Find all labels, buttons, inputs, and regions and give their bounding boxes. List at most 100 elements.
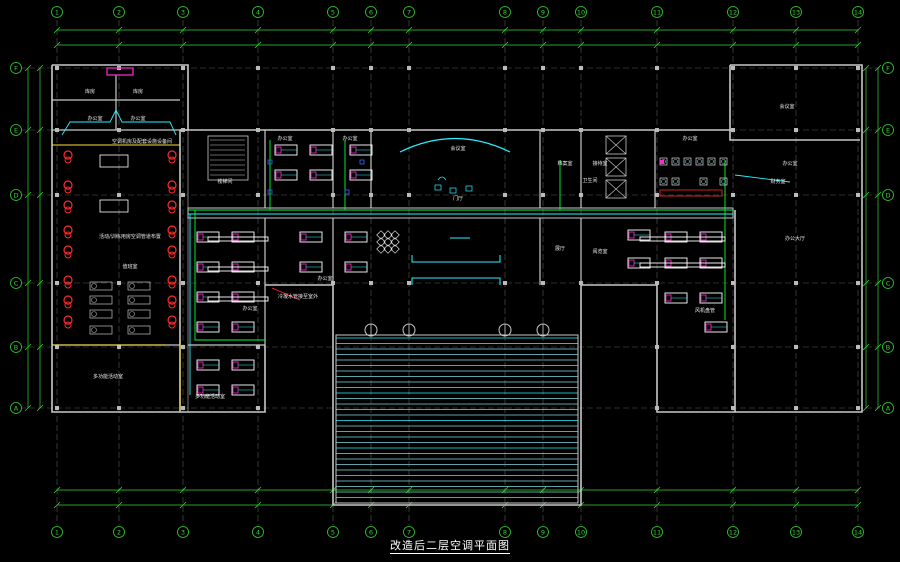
column bbox=[541, 66, 545, 70]
column bbox=[579, 193, 583, 197]
column bbox=[407, 128, 411, 132]
dim-tick bbox=[792, 486, 800, 494]
dim-tick bbox=[254, 501, 262, 509]
dim-tick bbox=[254, 41, 262, 49]
dim-tick bbox=[24, 279, 32, 287]
dim-tick bbox=[874, 191, 882, 199]
dim-tick bbox=[577, 41, 585, 49]
column bbox=[655, 406, 659, 410]
heater bbox=[63, 295, 73, 305]
dim-tick bbox=[53, 41, 61, 49]
duct-run bbox=[639, 262, 726, 268]
column bbox=[181, 406, 185, 410]
heater bbox=[64, 321, 72, 329]
room-label-big-hall-note: 活动/训练用房空调管道布置 bbox=[99, 233, 161, 240]
dim-tick bbox=[862, 191, 870, 199]
heater bbox=[167, 295, 177, 305]
heater bbox=[167, 150, 177, 160]
fcu-connector bbox=[345, 263, 352, 271]
column bbox=[731, 345, 735, 349]
fcu-connector bbox=[310, 171, 317, 179]
axis-label: 5 bbox=[331, 9, 335, 17]
axis-label: 12 bbox=[729, 9, 737, 17]
column bbox=[117, 345, 121, 349]
column bbox=[181, 281, 185, 285]
heater bbox=[64, 231, 72, 239]
axis-bubble bbox=[177, 6, 189, 18]
heater bbox=[63, 315, 73, 325]
axis-label: 14 bbox=[854, 529, 862, 537]
room-label-office-small-b: 办公室 bbox=[130, 115, 145, 122]
heater bbox=[168, 321, 176, 329]
axis-label: F bbox=[14, 65, 18, 73]
column bbox=[407, 66, 411, 70]
heater bbox=[64, 281, 72, 289]
equipment-wheel bbox=[129, 327, 135, 333]
column bbox=[256, 345, 260, 349]
room-label-store-a: 库房 bbox=[85, 88, 95, 95]
axis-bubble bbox=[10, 62, 22, 74]
dim-tick bbox=[329, 41, 337, 49]
elevator-x bbox=[605, 179, 627, 199]
blue-mark bbox=[267, 159, 273, 165]
room-label-right-label: 财务室 bbox=[770, 178, 785, 185]
dim-tick bbox=[539, 26, 547, 34]
axis-bubble bbox=[51, 526, 63, 538]
equipment bbox=[127, 295, 151, 305]
grille bbox=[376, 237, 386, 247]
dim-tick bbox=[653, 501, 661, 509]
dim-tick bbox=[329, 26, 337, 34]
equipment bbox=[89, 309, 113, 319]
duct-run bbox=[207, 296, 269, 302]
heater bbox=[64, 206, 72, 214]
duct-run bbox=[207, 236, 269, 242]
lobby-marker bbox=[465, 185, 473, 192]
dim-tick bbox=[653, 41, 661, 49]
axis-label: E bbox=[886, 127, 890, 135]
room-label-exhibit: 展厅 bbox=[555, 246, 565, 252]
column bbox=[856, 128, 860, 132]
column bbox=[407, 281, 411, 285]
axis-label: B bbox=[886, 344, 890, 352]
column bbox=[856, 345, 860, 349]
axis-label: 1 bbox=[55, 9, 59, 17]
room-label-duty-room: 值班室 bbox=[122, 263, 137, 270]
axis-label: D bbox=[885, 192, 890, 200]
heater bbox=[63, 225, 73, 235]
fcu-connector bbox=[232, 323, 239, 331]
axis-bubble bbox=[365, 6, 377, 18]
top-left-pipe bbox=[61, 108, 177, 136]
heater bbox=[63, 150, 73, 160]
lobby-marker bbox=[449, 187, 457, 194]
column bbox=[856, 406, 860, 410]
column bbox=[655, 128, 659, 132]
fcu-connector bbox=[705, 323, 712, 331]
dim-tick bbox=[36, 191, 44, 199]
dim-tick bbox=[24, 343, 32, 351]
dim-tick bbox=[862, 126, 870, 134]
axis-bubble bbox=[651, 6, 663, 18]
dim-tick bbox=[792, 41, 800, 49]
lobby-duct bbox=[411, 277, 501, 285]
equipment-wheel bbox=[129, 297, 135, 303]
column bbox=[55, 406, 59, 410]
dim-tick bbox=[36, 279, 44, 287]
column bbox=[55, 193, 59, 197]
column bbox=[369, 281, 373, 285]
heater bbox=[168, 156, 176, 164]
dim-tick bbox=[854, 501, 862, 509]
fixture-drain bbox=[661, 179, 666, 184]
heater bbox=[167, 225, 177, 235]
fixture-drain bbox=[709, 159, 714, 164]
grille bbox=[390, 230, 400, 240]
fixture bbox=[719, 177, 728, 186]
dim-tick bbox=[501, 26, 509, 34]
axis-bubble bbox=[882, 189, 894, 201]
column bbox=[579, 128, 583, 132]
axis-bubble bbox=[252, 526, 264, 538]
dim-tick bbox=[874, 126, 882, 134]
axis-label: 3 bbox=[181, 529, 185, 537]
fixture bbox=[719, 157, 728, 166]
room-label-office-r1: 办公室 bbox=[277, 135, 292, 142]
